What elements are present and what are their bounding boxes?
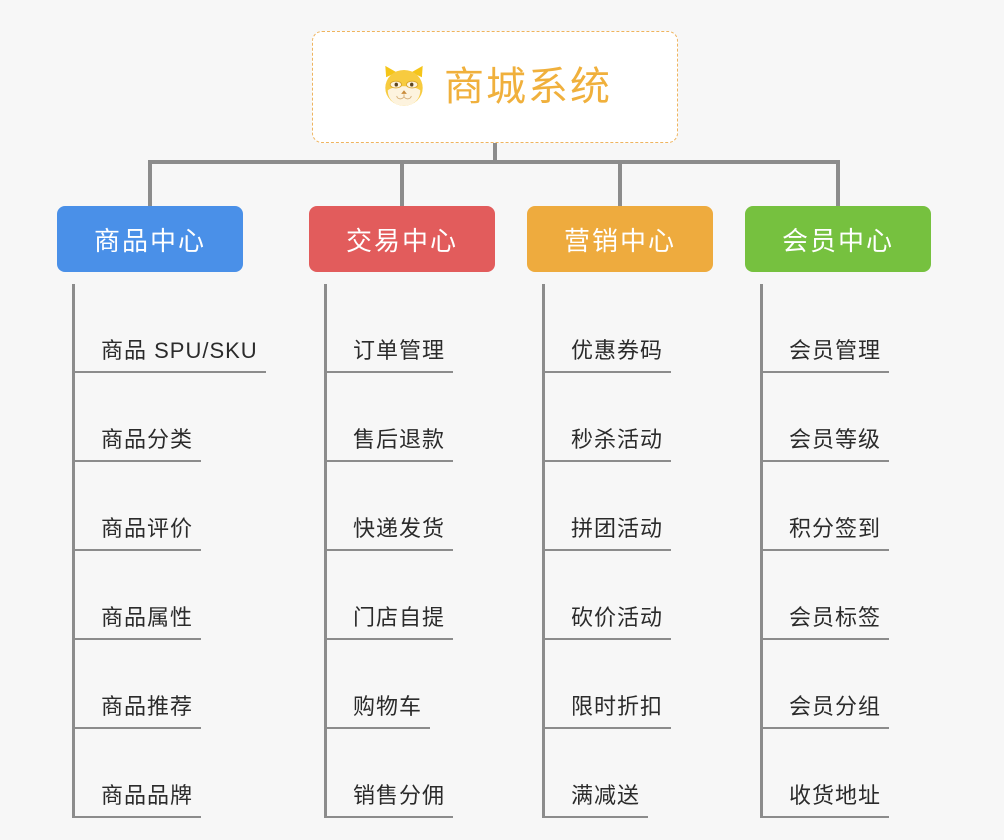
list-item[interactable]: 商品推荐 — [75, 640, 307, 729]
list-item-label: 满减送 — [545, 778, 649, 818]
list-item-label: 商品属性 — [75, 600, 202, 640]
list-item[interactable]: 商品分类 — [75, 373, 307, 462]
list-item-label: 限时折扣 — [545, 689, 672, 729]
list-item[interactable]: 商品 SPU/SKU — [75, 284, 307, 373]
list-item[interactable]: 砍价活动 — [545, 551, 767, 640]
list-item[interactable]: 售后退款 — [327, 373, 549, 462]
branch-header-trade[interactable]: 交易中心 — [309, 206, 495, 272]
list-item-label: 售后退款 — [327, 422, 454, 462]
connector-horizontal-bar — [148, 160, 840, 164]
branch-column-product: 商品中心 商品 SPU/SKU 商品分类 商品评价 商品属性 商品推荐 商品品牌 — [57, 206, 307, 818]
list-item[interactable]: 商品评价 — [75, 462, 307, 551]
list-item-label: 优惠券码 — [545, 333, 672, 373]
list-item[interactable]: 销售分佣 — [327, 729, 549, 818]
branch-items-product: 商品 SPU/SKU 商品分类 商品评价 商品属性 商品推荐 商品品牌 — [72, 284, 307, 818]
list-item[interactable]: 收货地址 — [763, 729, 985, 818]
list-item-label: 订单管理 — [327, 333, 454, 373]
branch-items-trade: 订单管理 售后退款 快递发货 门店自提 购物车 销售分佣 — [324, 284, 549, 818]
list-item-label: 会员管理 — [763, 333, 890, 373]
branch-items-marketing: 优惠券码 秒杀活动 拼团活动 砍价活动 限时折扣 满减送 — [542, 284, 767, 818]
list-item[interactable]: 会员管理 — [763, 284, 985, 373]
shiba-dog-icon — [385, 65, 423, 106]
root-title: 商城系统 — [444, 65, 612, 109]
list-item[interactable]: 限时折扣 — [545, 640, 767, 729]
list-item[interactable]: 积分签到 — [763, 462, 985, 551]
list-item-label: 商品评价 — [75, 511, 202, 551]
list-item-label: 商品 SPU/SKU — [75, 333, 266, 373]
connector-drop-3 — [618, 160, 622, 206]
list-item-label: 会员标签 — [763, 600, 890, 640]
list-item[interactable]: 满减送 — [545, 729, 767, 818]
branch-header-product[interactable]: 商品中心 — [57, 206, 243, 272]
list-item-label: 拼团活动 — [545, 511, 672, 551]
list-item[interactable]: 优惠券码 — [545, 284, 767, 373]
branch-column-marketing: 营销中心 优惠券码 秒杀活动 拼团活动 砍价活动 限时折扣 满减送 — [527, 206, 767, 818]
list-item-label: 商品推荐 — [75, 689, 202, 729]
list-item-label: 会员等级 — [763, 422, 890, 462]
list-item[interactable]: 订单管理 — [327, 284, 549, 373]
connector-drop-1 — [148, 160, 152, 206]
list-item-label: 会员分组 — [763, 689, 890, 729]
list-item-label: 商品品牌 — [75, 778, 202, 818]
branch-header-marketing[interactable]: 营销中心 — [527, 206, 713, 272]
list-item-label: 收货地址 — [763, 778, 890, 818]
list-item-label: 积分签到 — [763, 511, 890, 551]
list-item-label: 销售分佣 — [327, 778, 454, 818]
branch-column-member: 会员中心 会员管理 会员等级 积分签到 会员标签 会员分组 收货地址 — [745, 206, 985, 818]
root-node[interactable]: 商城系统 — [312, 31, 678, 143]
list-item[interactable]: 购物车 — [327, 640, 549, 729]
list-item[interactable]: 秒杀活动 — [545, 373, 767, 462]
branch-column-trade: 交易中心 订单管理 售后退款 快递发货 门店自提 购物车 销售分佣 — [309, 206, 549, 818]
list-item[interactable]: 商品品牌 — [75, 729, 307, 818]
list-item-label: 秒杀活动 — [545, 422, 672, 462]
connector-drop-4 — [836, 160, 840, 206]
list-item[interactable]: 会员等级 — [763, 373, 985, 462]
connector-drop-2 — [400, 160, 404, 206]
list-item[interactable]: 会员标签 — [763, 551, 985, 640]
list-item-label: 砍价活动 — [545, 600, 672, 640]
connector-stem — [493, 143, 497, 163]
branch-header-member[interactable]: 会员中心 — [745, 206, 931, 272]
list-item[interactable]: 商品属性 — [75, 551, 307, 640]
list-item[interactable]: 会员分组 — [763, 640, 985, 729]
list-item-label: 购物车 — [327, 689, 431, 729]
list-item[interactable]: 拼团活动 — [545, 462, 767, 551]
list-item-label: 快递发货 — [327, 511, 454, 551]
list-item-label: 商品分类 — [75, 422, 202, 462]
branch-items-member: 会员管理 会员等级 积分签到 会员标签 会员分组 收货地址 — [760, 284, 985, 818]
list-item[interactable]: 快递发货 — [327, 462, 549, 551]
list-item[interactable]: 门店自提 — [327, 551, 549, 640]
list-item-label: 门店自提 — [327, 600, 454, 640]
